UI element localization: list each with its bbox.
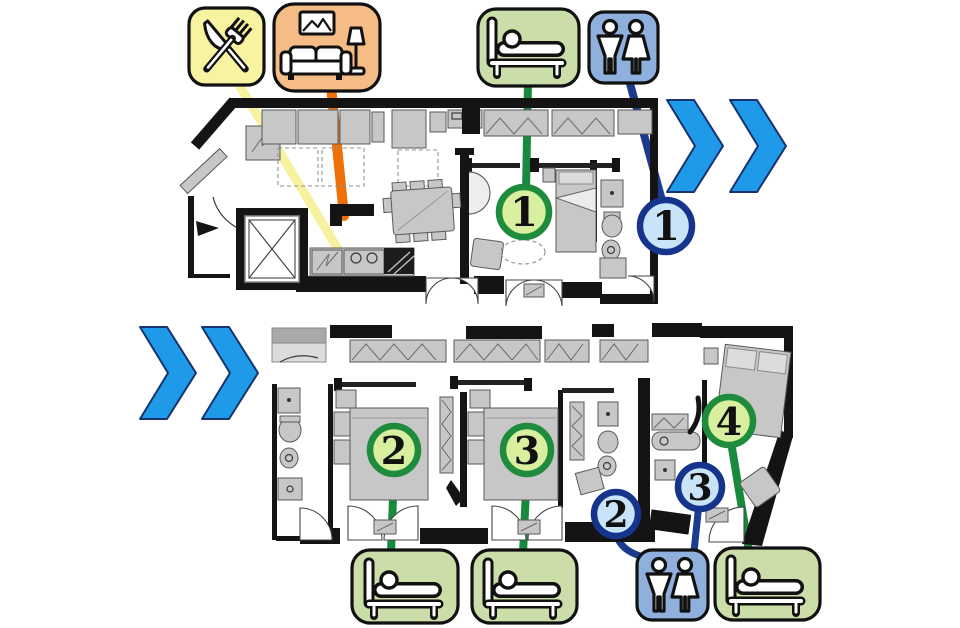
marker-bedroom-2: 2	[366, 422, 422, 478]
legend-bathroom	[587, 10, 660, 85]
marker-label: 1	[510, 189, 538, 236]
chevron-right-icon	[666, 99, 724, 193]
lower-bathroom-right	[651, 395, 702, 481]
dining-table	[382, 178, 462, 244]
kitchen-connector	[231, 75, 352, 269]
marker-label: 3	[514, 428, 540, 473]
next-floor-arrows-top-right	[666, 99, 787, 193]
bedroom2-icon	[350, 548, 460, 625]
chevron-right-icon	[201, 326, 259, 420]
legend-bedroom	[476, 7, 581, 88]
bedroom4-icon	[713, 546, 822, 622]
living-room-furniture	[245, 108, 483, 187]
chevron-right-icon	[139, 326, 197, 420]
bedroom1-furniture	[468, 167, 597, 271]
marker-label: 4	[716, 399, 742, 444]
marker-bathroom-1: 1	[636, 196, 696, 256]
lower-bathroom-left	[277, 387, 333, 541]
bedroom3-icon	[470, 548, 579, 625]
marker-label: 2	[603, 494, 628, 536]
bathroom23-icon	[635, 548, 710, 622]
marker-bathroom-2: 2	[590, 488, 642, 540]
utensils-icon	[203, 16, 253, 73]
marker-bedroom-4: 4	[701, 393, 757, 449]
marker-label: 3	[687, 467, 712, 509]
marker-label: 2	[381, 428, 407, 473]
chevron-right-icon	[729, 99, 787, 193]
marker-label: 1	[652, 203, 680, 250]
sofa-icon	[279, 10, 366, 80]
legend-living-room	[272, 2, 382, 93]
legend-kitchen	[187, 6, 266, 87]
upper-wardrobes	[483, 109, 653, 137]
elevator	[236, 208, 308, 290]
bathroom1-fixtures	[599, 179, 655, 303]
marker-bedroom-1: 1	[495, 183, 553, 241]
lower-floor-plan	[271, 323, 793, 546]
entrance-arrow	[196, 221, 219, 236]
lower-wardrobes	[349, 339, 649, 363]
upper-floor-plan	[179, 97, 658, 307]
lower-balcony	[271, 327, 327, 363]
kitchen-counter	[309, 247, 415, 277]
lower-bathroom-middle	[569, 401, 619, 496]
marker-bathroom-3: 3	[674, 461, 726, 513]
marker-bedroom-3: 3	[499, 422, 555, 478]
next-floor-arrows-bottom-left	[139, 326, 259, 420]
upper-balcony-doors	[425, 277, 563, 307]
